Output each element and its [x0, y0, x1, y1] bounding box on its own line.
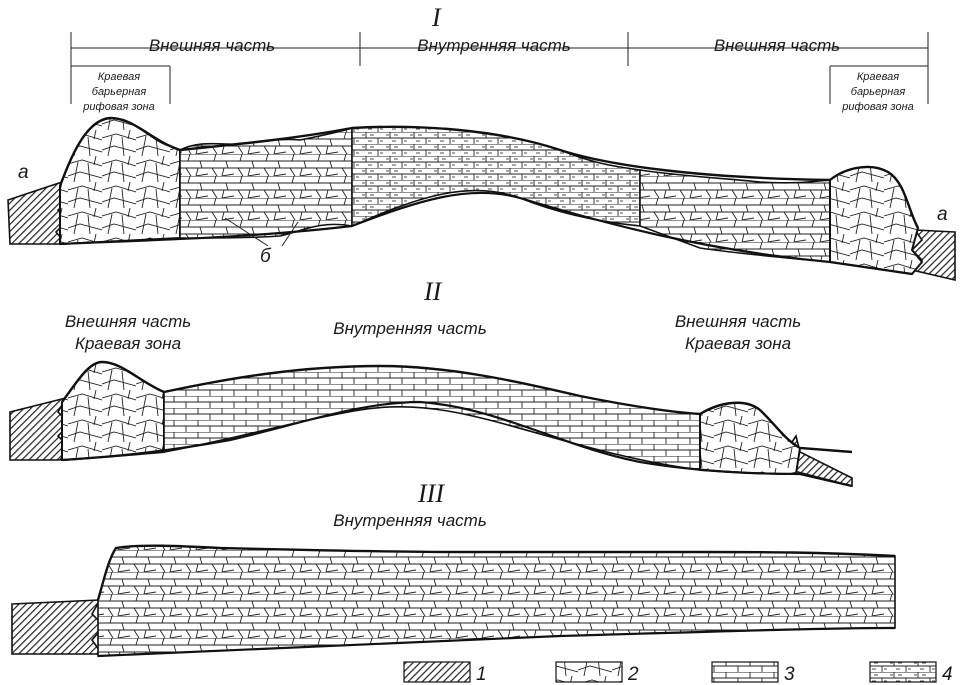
label-outer-part-left: Внешняя часть: [149, 36, 275, 55]
marker-a-left: а: [18, 162, 29, 183]
section-III-numeral: III: [417, 479, 445, 508]
legend-swatch-3: [712, 662, 778, 682]
III-inner: Внутренняя часть: [333, 511, 487, 530]
reef-zone-right-line1: Краевая: [857, 71, 899, 83]
section-III: III Внутренняя часть: [12, 479, 895, 656]
II-inner-bedded: [164, 366, 700, 470]
reef-zone-right-line3: рифовая зона: [841, 101, 914, 113]
reef-zone-left-line2: барьерная: [92, 86, 147, 98]
legend-num-1: 1: [476, 664, 487, 685]
II-inner: Внутренняя часть: [333, 319, 487, 338]
marker-b: б: [260, 246, 272, 267]
section-II-numeral: II: [423, 277, 443, 306]
legend-swatch-4: [870, 662, 936, 682]
legend-num-4: 4: [942, 664, 953, 685]
label-outer-part-right: Внешняя часть: [714, 36, 840, 55]
marker-a-right: а: [937, 204, 948, 225]
section-II: II Внешняя часть Краевая зона Внутренняя…: [10, 277, 852, 486]
II-outer-left-line1: Внешняя часть: [65, 312, 191, 331]
reef-body-right: [830, 167, 922, 274]
legend-swatch-2: [556, 662, 622, 682]
reef-zone-left-line3: рифовая зона: [82, 101, 155, 113]
legend: 1 2 3 4: [404, 662, 953, 685]
transition-zone-right: [640, 170, 830, 262]
reef-zone-left-line1: Краевая: [98, 71, 140, 83]
reef-body-left: [60, 118, 180, 244]
II-reef-left: [62, 362, 164, 460]
label-inner-part: Внутренняя часть: [417, 36, 571, 55]
legend-num-2: 2: [627, 664, 639, 685]
legend-swatch-1: [404, 662, 470, 682]
III-basement-left: [12, 600, 104, 654]
II-reef-right: [700, 403, 800, 474]
II-outer-right-line1: Внешняя часть: [675, 312, 801, 331]
II-outer-left-line2: Краевая зона: [75, 334, 181, 353]
II-outer-right-line2: Краевая зона: [685, 334, 791, 353]
reef-zone-right-line2: барьерная: [851, 86, 906, 98]
section-I-numeral: I: [431, 3, 442, 32]
legend-num-3: 3: [784, 664, 795, 685]
basement-hatched-right: [912, 230, 955, 280]
section-I: I Внешняя часть Внутренняя часть Внешняя…: [8, 3, 955, 280]
transition-zone-left: [180, 128, 352, 238]
